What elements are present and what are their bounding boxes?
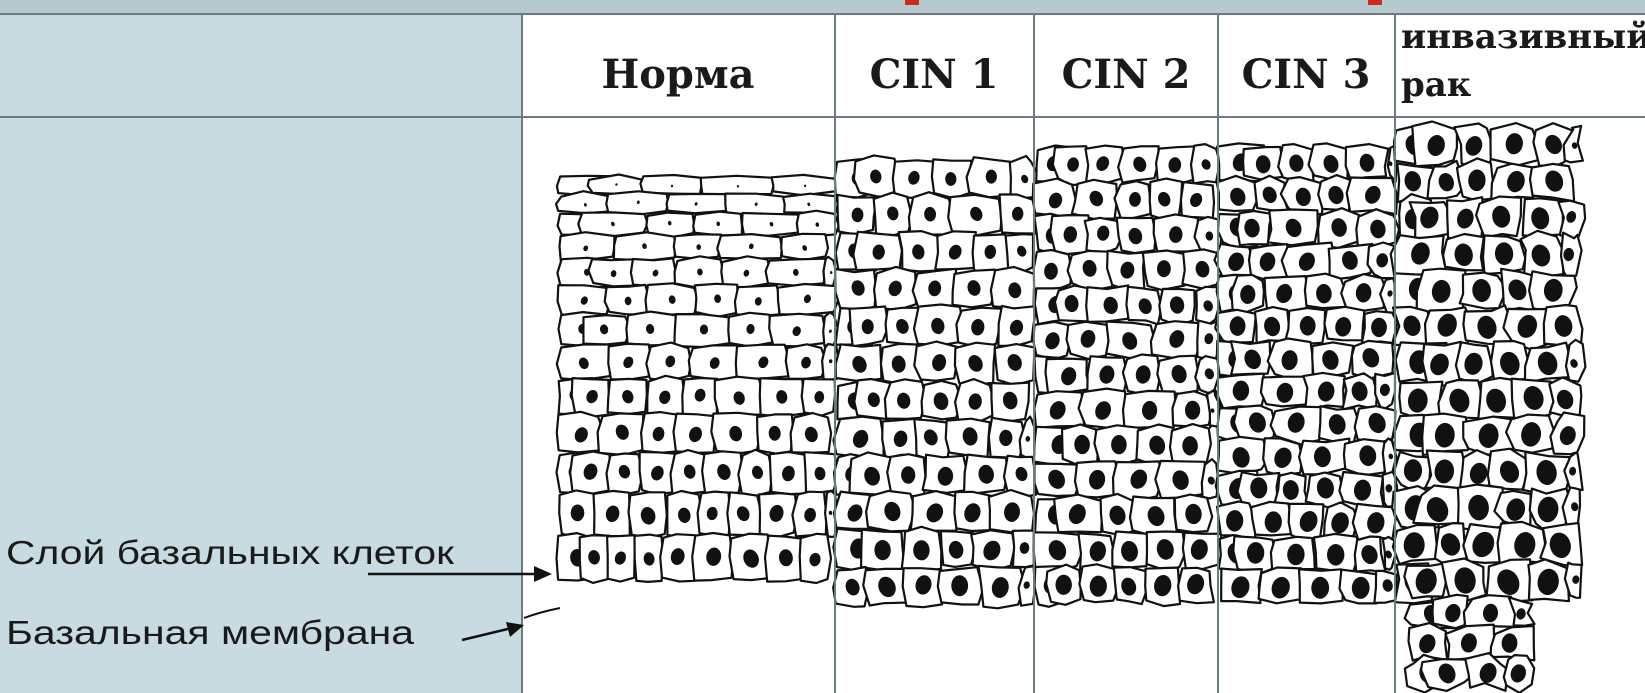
column-header-invasive-line2: рак [1401,65,1472,105]
column-header-cin3: CIN 3 [1242,51,1371,98]
epithelium-illustration [556,122,1585,693]
column-header-cin1: CIN 1 [870,51,999,98]
epithelial-cell [701,176,774,195]
basal-cells-label: Слой базальных клеток [6,534,455,571]
accent-mark [1368,0,1382,5]
cell-nucleus [1111,435,1127,454]
column-header-cin2: CIN 2 [1062,51,1191,98]
basal-membrane-line [524,608,560,618]
column-header-invasive-line1: инвазивный [1401,17,1645,57]
basal-cells-arrowhead [534,566,552,582]
column-header-norm: Норма [601,51,754,98]
top-strip [0,0,1645,14]
basal-membrane-label: Базальная мембрана [6,614,415,651]
cell-nucleus [1327,544,1344,566]
left-panel [0,0,522,693]
cell-nucleus [1300,316,1316,336]
cell-nucleus [1185,401,1200,420]
accent-mark [905,0,919,5]
epithelial-cell [640,175,702,194]
